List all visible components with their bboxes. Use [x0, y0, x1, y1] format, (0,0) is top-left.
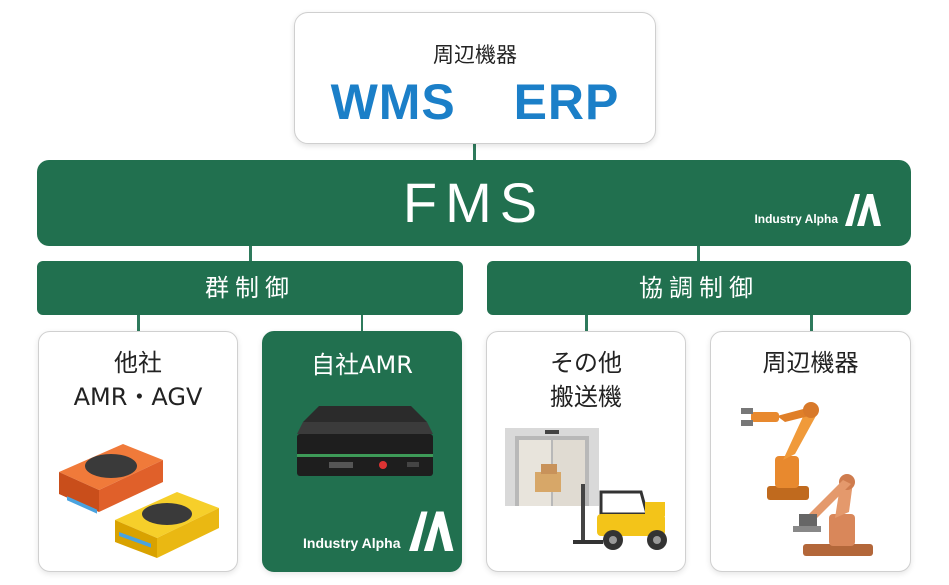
industry-alpha-logo-icon	[845, 194, 881, 226]
robot-arm-icon	[741, 402, 873, 556]
card-logo-text: Industry Alpha	[303, 535, 401, 551]
card-title-line: 他社	[114, 349, 162, 377]
card-title-line: 搬送機	[550, 383, 622, 411]
connector-fms-to-coop	[697, 245, 700, 262]
connector-coop-to-card3	[585, 314, 588, 332]
group-control-band: 群制御	[37, 261, 463, 315]
fms-bar: FMS Industry Alpha	[37, 160, 911, 246]
connector-fms-to-group	[249, 245, 252, 262]
peripheral-wms-erp-box: 周辺機器 WMS ERP	[294, 12, 656, 144]
forklift-icon	[573, 484, 667, 550]
industry-alpha-logo-icon	[408, 511, 453, 551]
card-title: 周辺機器	[711, 346, 910, 380]
card-title: 自社AMR	[263, 348, 461, 382]
card-title-line: AMR・AGV	[73, 383, 203, 411]
card-title-line: 周辺機器	[762, 349, 859, 377]
fms-logo: Industry Alpha	[754, 192, 881, 226]
card-peripheral-devices: 周辺機器	[710, 331, 911, 572]
top-box-subtitle: 周辺機器	[433, 43, 517, 67]
coop-control-band: 協調制御	[487, 261, 911, 315]
card-title: その他 搬送機	[487, 346, 685, 414]
card-title: 他社 AMR・AGV	[39, 346, 237, 414]
elevator-icon	[505, 428, 599, 506]
fms-title: FMS	[402, 171, 546, 234]
card-title-line: 自社AMR	[311, 351, 413, 379]
card-own-amr: 自社AMR Industry Alpha	[262, 331, 462, 572]
top-box-title: WMS ERP	[330, 74, 620, 130]
connector-group-to-card1	[137, 314, 140, 332]
agv-robot-icon	[59, 444, 219, 558]
fms-logo-text: Industry Alpha	[754, 212, 838, 226]
connector-top-to-fms	[473, 144, 476, 161]
card-other-transporter: その他 搬送機	[486, 331, 686, 572]
amr-robot-icon	[297, 406, 433, 476]
card-other-amr-agv: 他社 AMR・AGV	[38, 331, 238, 572]
card-title-line: その他	[550, 349, 622, 377]
card-own-amr-logo: Industry Alpha	[303, 509, 454, 551]
connector-coop-to-card4	[810, 314, 813, 332]
